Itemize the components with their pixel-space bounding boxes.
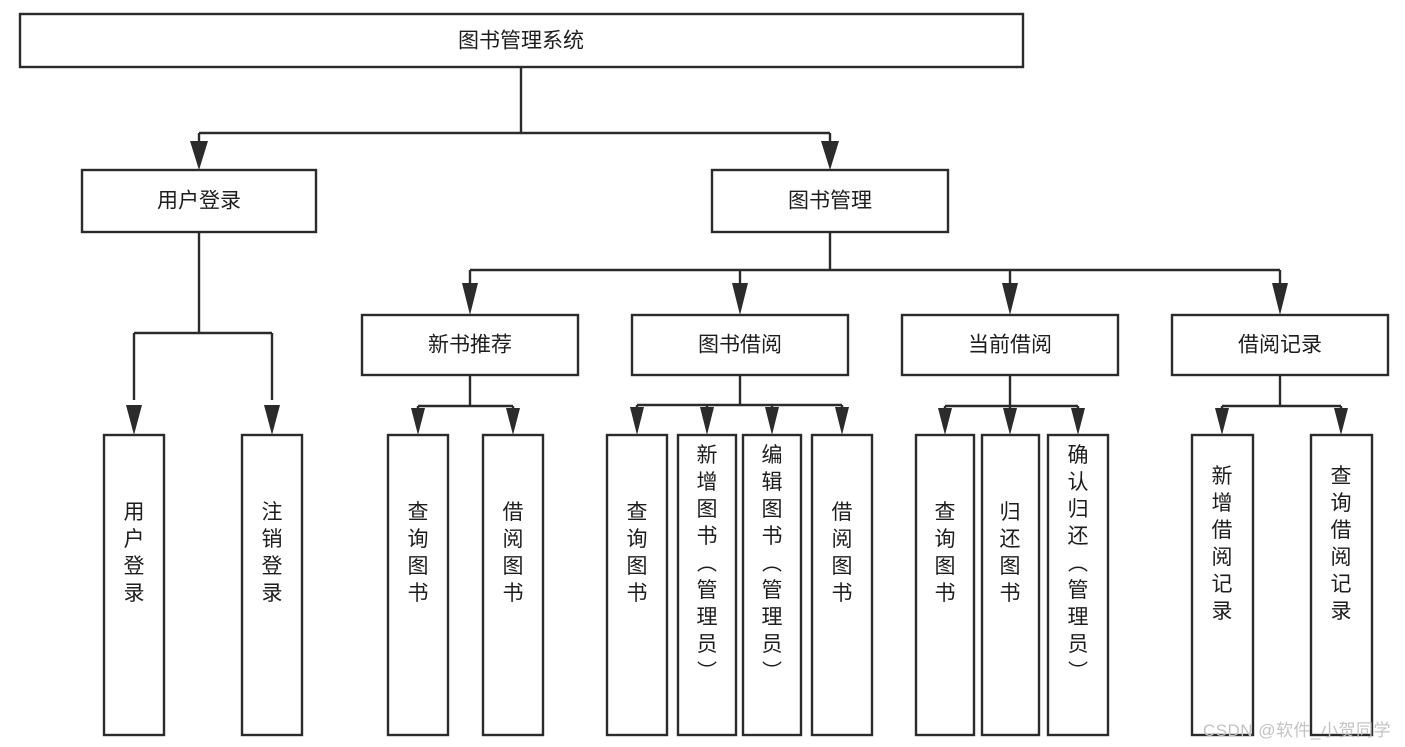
node-current-box[interactable] (900, 313, 1120, 377)
node-root-box[interactable] (18, 12, 1025, 69)
node-leaf13-label: 查询借阅记录 (1331, 465, 1352, 623)
node-leaf11-box[interactable] (1046, 433, 1110, 737)
node-leaf1[interactable]: 用户登录 (102, 433, 166, 737)
node-leaf1-box[interactable] (102, 433, 166, 737)
node-leaf4-box[interactable] (481, 433, 545, 737)
node-leaf2-box[interactable] (240, 433, 304, 737)
node-newbook-box[interactable] (360, 313, 580, 377)
node-leaf6-label: 新增图书︵管理员︶ (697, 444, 718, 683)
node-borrow[interactable]: 图书借阅 (630, 313, 850, 377)
node-leaf10[interactable]: 归还图书 (980, 433, 1041, 737)
arrow-head-leaf1 (126, 405, 142, 435)
node-leaf5-box[interactable] (605, 433, 669, 737)
arrow-head-leaf2 (264, 405, 280, 435)
node-login[interactable]: 用户登录 (80, 168, 318, 234)
node-leaf9-box[interactable] (914, 433, 976, 737)
arrow-head-leaf10 (1003, 408, 1017, 435)
arrow-head-leaf3 (411, 408, 425, 435)
node-leaf3[interactable]: 查询图书 (386, 433, 450, 737)
arrow-head-leaf12 (1215, 408, 1229, 435)
node-leaf7[interactable]: 编辑图书︵管理员︶ (741, 433, 803, 737)
node-leaf1-label: 用户登录 (124, 501, 145, 605)
arrow-head-leaf7 (765, 407, 779, 435)
node-leaf5-label: 查询图书 (627, 501, 648, 605)
node-leaf13-box[interactable] (1309, 433, 1374, 737)
node-bookmgmt-box[interactable] (710, 168, 950, 234)
node-record[interactable]: 借阅记录 (1170, 313, 1390, 377)
arrow-head-leaf5 (630, 407, 644, 435)
node-leaf3-label: 查询图书 (408, 501, 429, 605)
node-leaf6-box[interactable] (676, 433, 738, 737)
node-leaf7-label: 编辑图书︵管理员︶ (762, 444, 783, 683)
node-login-box[interactable] (80, 168, 318, 234)
node-leaf11-label: 确认归还︵管理员︶ (1068, 444, 1089, 683)
node-leaf7-box[interactable] (741, 433, 803, 737)
node-leaf10-box[interactable] (980, 433, 1041, 737)
node-record-box[interactable] (1170, 313, 1390, 377)
node-leaf3-box[interactable] (386, 433, 450, 737)
node-leaf10-label: 归还图书 (1000, 501, 1021, 605)
node-leaf5[interactable]: 查询图书 (605, 433, 669, 737)
node-root-label: 图书管理系统 (458, 30, 584, 53)
arrow-head-leaf8 (835, 407, 849, 435)
node-leaf9-label: 查询图书 (935, 501, 956, 605)
node-leaf6[interactable]: 新增图书︵管理员︶ (676, 433, 738, 737)
arrow-head-borrow (732, 283, 748, 315)
arrow-head-bookmgmt (821, 141, 839, 170)
node-newbook[interactable]: 新书推荐 (360, 313, 580, 377)
arrow-head-leaf6 (700, 407, 714, 435)
node-leaf12[interactable]: 新增借阅记录 (1190, 433, 1255, 737)
node-record-label: 借阅记录 (1238, 334, 1322, 357)
arrow-head-leaf4 (506, 408, 520, 435)
arrow-head-leaf9 (938, 408, 952, 435)
csdn-watermark: CSDN @软件_小贺同学 (1202, 721, 1391, 740)
node-bookmgmt[interactable]: 图书管理 (710, 168, 950, 234)
node-leaf9[interactable]: 查询图书 (914, 433, 976, 737)
node-leaf12-box[interactable] (1190, 433, 1255, 737)
arrow-head-leaf13 (1334, 408, 1348, 435)
node-root[interactable]: 图书管理系统 (18, 12, 1025, 69)
node-current[interactable]: 当前借阅 (900, 313, 1120, 377)
node-leaf12-label: 新增借阅记录 (1212, 465, 1233, 623)
node-leaf2-label: 注销登录 (262, 501, 283, 605)
node-borrow-label: 图书借阅 (698, 334, 782, 357)
node-login-label: 用户登录 (157, 190, 241, 213)
node-leaf11[interactable]: 确认归还︵管理员︶ (1046, 433, 1110, 737)
node-current-label: 当前借阅 (968, 334, 1052, 357)
node-leaf13[interactable]: 查询借阅记录 (1309, 433, 1374, 737)
node-bookmgmt-label: 图书管理 (788, 190, 872, 213)
node-leaf8-box[interactable] (810, 433, 874, 737)
node-leaf8-label: 借阅图书 (832, 501, 853, 605)
node-newbook-label: 新书推荐 (428, 334, 512, 357)
node-leaf4[interactable]: 借阅图书 (481, 433, 545, 737)
node-borrow-box[interactable] (630, 313, 850, 377)
arrow-head-leaf11 (1071, 408, 1085, 435)
node-leaf4-label: 借阅图书 (503, 501, 524, 605)
arrow-head-current (1002, 283, 1018, 315)
node-leaf2[interactable]: 注销登录 (240, 433, 304, 737)
node-leaf8[interactable]: 借阅图书 (810, 433, 874, 737)
arrow-head-newbook (462, 283, 478, 315)
connector-layer (126, 67, 1348, 435)
arrow-head-record (1272, 283, 1288, 315)
arrow-head-login (190, 141, 208, 170)
